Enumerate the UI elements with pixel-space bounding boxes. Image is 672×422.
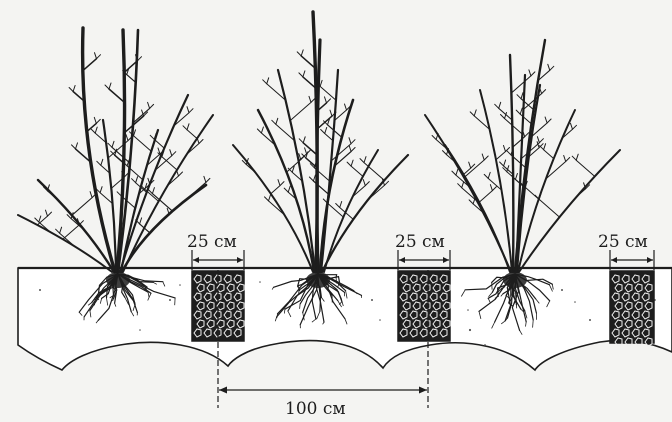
- trench-2: [398, 271, 450, 341]
- trench-3-width-label: 25 см: [598, 232, 648, 252]
- trench-3: [610, 271, 654, 346]
- trench-2-width-label: 25 см: [395, 232, 445, 252]
- trench-1-width-label: 25 см: [187, 232, 237, 252]
- spacing-label: 100 см: [285, 399, 346, 418]
